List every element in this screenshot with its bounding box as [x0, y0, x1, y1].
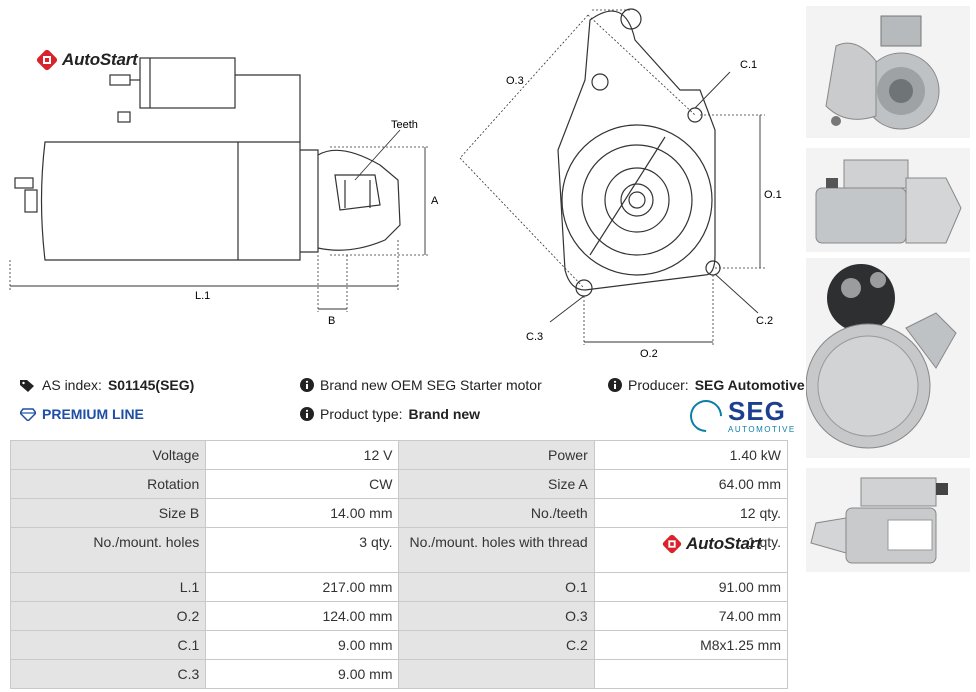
watermark-text: AutoStart	[686, 534, 762, 553]
premium-line-row: PREMIUM LINE	[20, 406, 144, 422]
spec-key: Power	[398, 440, 595, 470]
seg-logo-small: AUTOMOTIVE	[728, 425, 796, 434]
dim-b-label: B	[328, 315, 335, 327]
spec-key: Voltage	[9, 440, 207, 470]
info-icon	[608, 378, 622, 392]
spec-key: C.1	[9, 630, 207, 660]
seg-automotive-logo: SEG AUTOMOTIVE	[683, 393, 796, 439]
description-row: Brand new OEM SEG Starter motor	[300, 377, 542, 393]
dim-o3-label: O.3	[506, 75, 524, 87]
spec-key: No./teeth	[398, 498, 595, 528]
seg-ring-icon	[683, 393, 729, 439]
product-type-value: Brand new	[408, 406, 481, 422]
dim-a-label: A	[431, 195, 439, 207]
as-index-value: S01145(SEG)	[107, 377, 195, 393]
spec-value: 12 V	[205, 440, 400, 470]
spec-key: Size B	[9, 498, 207, 528]
spec-value: 1.40 kW	[593, 440, 789, 470]
spec-key: O.1	[398, 572, 595, 602]
info-icon	[300, 378, 314, 392]
front-view-diagram: O.3 C.1 O.1 C.2 C.3 O.2	[459, 8, 782, 360]
spec-value: 9.00 mm	[205, 659, 400, 689]
product-photo-front	[806, 6, 970, 138]
producer-label: Producer:	[628, 377, 689, 393]
description-text: Brand new OEM SEG Starter motor	[320, 377, 542, 393]
spec-value: 3 qty.	[205, 527, 400, 573]
spec-value: 1 qty.	[593, 527, 789, 573]
spec-value: 124.00 mm	[205, 601, 400, 631]
spec-key: No./mount. holes with thread	[398, 527, 595, 573]
spec-key	[398, 659, 595, 689]
spec-value: 91.00 mm	[593, 572, 789, 602]
teeth-label: Teeth	[391, 119, 418, 131]
as-index-row: AS index: S01145(SEG)	[20, 377, 194, 393]
spec-key: C.3	[9, 659, 207, 689]
producer-value: SEG Automotive	[694, 377, 805, 393]
spec-value: M8x1.25 mm	[593, 630, 789, 660]
dim-l1-label: L.1	[195, 290, 210, 302]
product-type-label: Product type:	[320, 406, 403, 422]
spec-value: 9.00 mm	[205, 630, 400, 660]
diamond-icon	[20, 407, 36, 421]
seg-logo-big: SEG	[728, 396, 786, 426]
spec-value	[593, 659, 789, 689]
logo-text: AutoStart	[62, 50, 138, 69]
spec-key: No./mount. holes	[9, 527, 207, 573]
spec-value: 12 qty.	[593, 498, 789, 528]
autostart-watermark: AutoStart	[662, 534, 762, 554]
info-icon	[300, 407, 314, 421]
spec-key: Rotation	[9, 469, 207, 499]
dim-o2-label: O.2	[640, 348, 658, 360]
product-type-row: Product type: Brand new	[300, 406, 480, 422]
dim-c1-label: C.1	[740, 59, 757, 71]
producer-row: Producer: SEG Automotive	[608, 377, 805, 393]
dim-c2-label: C.2	[756, 315, 773, 327]
product-photo-label	[806, 468, 970, 572]
side-view-diagram: Teeth A L.1 B	[9, 57, 439, 327]
spec-value: 74.00 mm	[593, 601, 789, 631]
dim-o1-label: O.1	[764, 189, 782, 201]
spec-value: CW	[205, 469, 400, 499]
spec-key: Size A	[398, 469, 595, 499]
spec-key: L.1	[9, 572, 207, 602]
autostart-logo-icon	[662, 534, 682, 554]
spec-value: 14.00 mm	[205, 498, 400, 528]
tag-icon	[20, 379, 34, 392]
as-index-label: AS index:	[42, 377, 102, 393]
spec-value: 217.00 mm	[205, 572, 400, 602]
spec-key: O.2	[9, 601, 207, 631]
spec-value: 64.00 mm	[593, 469, 789, 499]
autostart-logo-icon	[36, 49, 58, 71]
product-photo-rear	[806, 258, 970, 458]
premium-line-label: PREMIUM LINE	[42, 406, 144, 422]
dim-c3-label: C.3	[526, 331, 543, 343]
spec-key: O.3	[398, 601, 595, 631]
product-photo-side	[806, 148, 970, 252]
autostart-logo: AutoStart	[36, 49, 138, 71]
spec-key: C.2	[398, 630, 595, 660]
